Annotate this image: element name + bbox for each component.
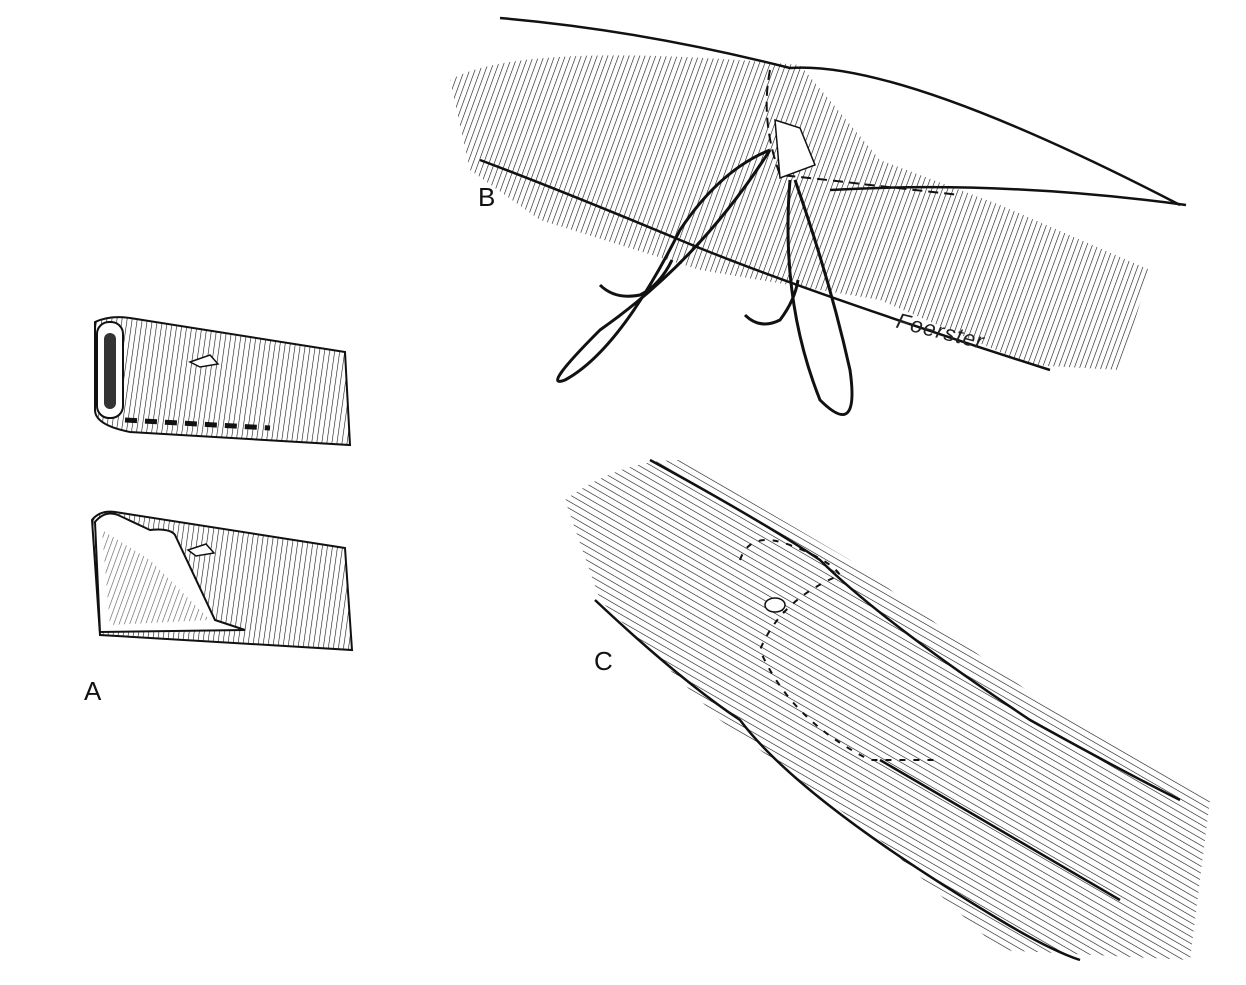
panel-b-anastomosis [450,16,1187,416]
panel-label-b: B [478,182,496,212]
panel-label-c: C [594,646,613,676]
panel-a-vessel-lower [90,510,354,652]
panel-label-a: A [84,676,102,706]
panel-a-vessel-upper [94,316,352,447]
panel-c-anastomosis [565,458,1210,962]
